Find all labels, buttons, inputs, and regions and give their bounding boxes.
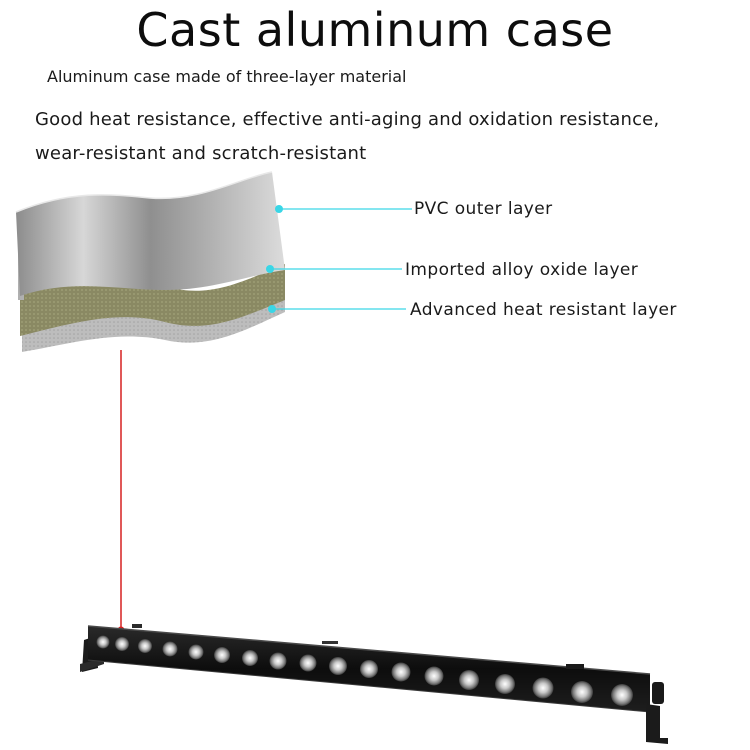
callout-dot-heat [268,305,276,313]
pvc-outer-layer [16,172,285,296]
feature-line-1: Good heat resistance, effective anti-agi… [35,109,660,130]
page-title: Cast aluminum case [136,3,614,57]
feature-line-2: wear-resistant and scratch-resistant [35,143,367,164]
label-alloy-oxide-layer: Imported alloy oxide layer [405,260,639,280]
label-pvc-outer-layer: PVC outer layer [414,199,553,219]
label-heat-resistant-layer: Advanced heat resistant layer [410,300,677,320]
right-knob [652,682,664,704]
callout-dot-pvc [275,205,283,213]
callout-dot-alloy [266,265,274,273]
right-bracket [646,704,668,744]
subtitle: Aluminum case made of three-layer materi… [47,67,407,86]
led-lenses [96,635,633,706]
